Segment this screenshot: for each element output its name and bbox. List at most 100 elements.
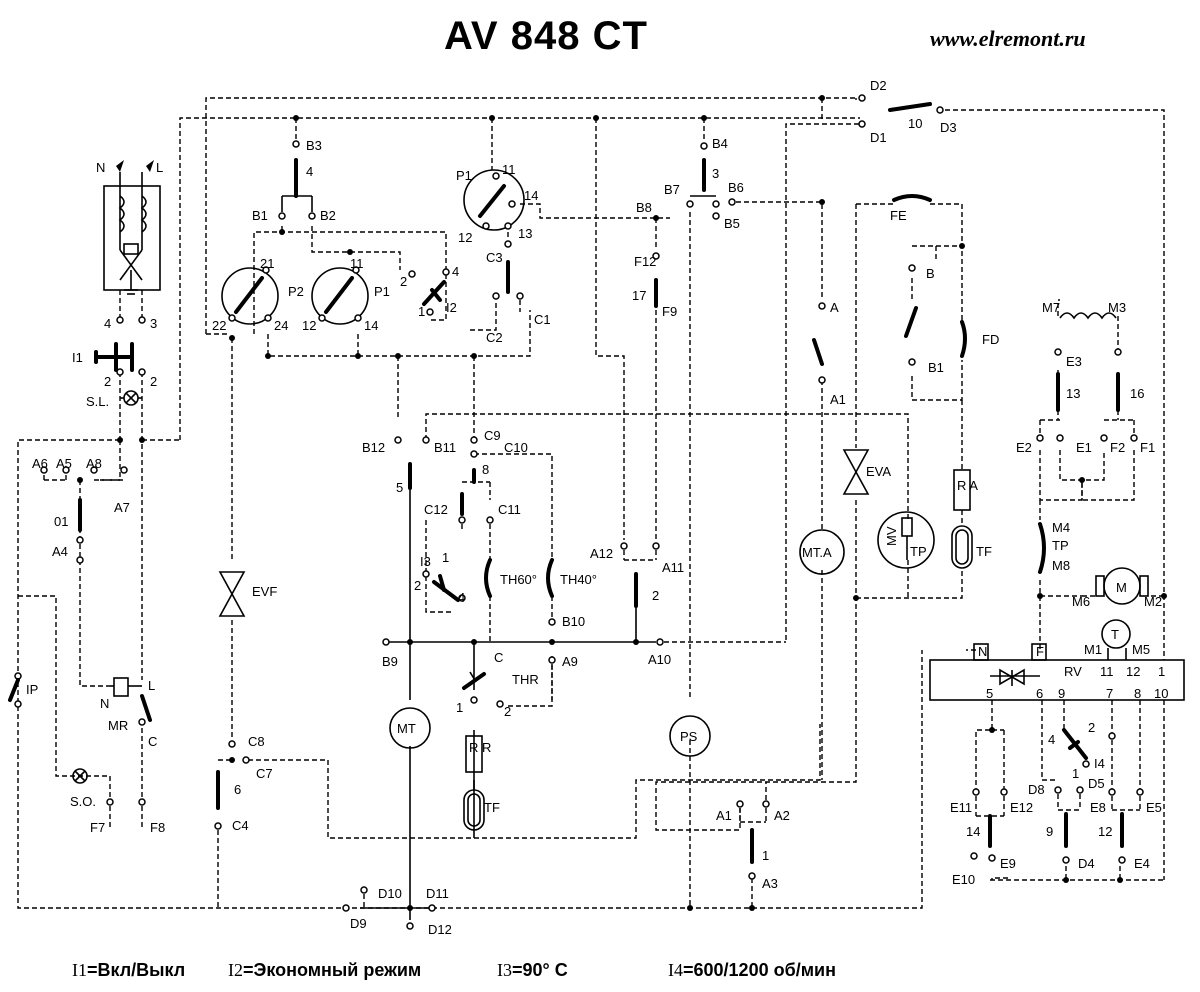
label-m1: M1 [1084,642,1102,657]
contact-b9 [382,638,390,646]
label-b1-right: B1 [928,360,944,375]
label-p2-21: 21 [260,256,274,271]
switch-d [858,94,944,128]
label-p1-12: 12 [458,230,472,245]
label-sl: S.L. [86,394,109,409]
label-f7: F7 [90,820,105,835]
wires [17,97,1165,909]
label-p1: P1 [456,168,472,183]
label-rv-12: 12 [1126,664,1140,679]
label-t: T [1111,627,1119,642]
switch-a12 [620,542,660,608]
connectors-a [40,466,128,564]
label-m2: M2 [1144,594,1162,609]
label-4: 4 [104,316,111,331]
motor-mv [877,511,935,569]
label-mr-l: L [148,678,155,693]
switch-b4 [686,142,736,220]
label-b1: B1 [252,208,268,223]
contact-a9 [548,656,556,664]
label-mr-n: N [100,696,109,711]
pressure-switch-p1-left [311,266,369,325]
label-mv: MV [884,526,899,546]
label-b7: B7 [664,182,680,197]
label-6: 6 [234,782,241,797]
label-i4-1: 1 [1072,766,1079,781]
diagram-title: AV 848 CT [444,14,648,58]
signal-lamp-so [72,768,146,830]
label-2a: 2 [104,374,111,389]
label-p1-11: 11 [502,162,516,177]
switch-ip [8,672,22,708]
label-b10: B10 [562,614,585,629]
label-i1: I1 [72,350,83,365]
contact-a10 [656,638,664,646]
label-c8: C8 [248,734,265,749]
label-rr: R R [469,740,491,755]
label-i3: I3 [420,554,431,569]
door-lock-mr [110,677,152,726]
label-2c: 2 [652,588,659,603]
label-eva: EVA [866,464,891,479]
label-b3: B3 [306,138,322,153]
switch-c8 [214,740,250,830]
label-p1b-14: 14 [364,318,378,333]
label-d11: D11 [426,886,449,901]
heater-ra [951,469,973,569]
label-f2: F2 [1110,440,1125,455]
label-p1-13: 13 [518,226,532,241]
label-m3: M3 [1108,300,1126,315]
label-tp: TP [910,544,927,559]
label-rv-5: 5 [986,686,993,701]
label-b2: B2 [320,208,336,223]
spin-switch-i4 [1062,728,1116,768]
switch-c3 [492,240,524,312]
label-a10: A10 [648,652,671,667]
label-a11: A11 [662,560,684,575]
label-i2: I2 [446,300,457,315]
label-c4: C4 [232,818,249,833]
label-a9: A9 [562,654,578,669]
label-mta: MT.A [802,545,832,560]
label-motor-m: M [1116,580,1127,595]
label-rv-1: 1 [1158,664,1165,679]
label-b4-3: 3 [712,166,719,181]
switch-b3 [278,140,316,220]
junction-dots [77,95,1167,911]
label-p1-14: 14 [524,188,538,203]
label-th40: TH40° [560,572,597,587]
legend-i1: I1=Вкл/Выкл [72,960,186,980]
label-e4: E4 [1134,856,1150,871]
label-c11: C11 [498,502,521,517]
label-d4: D4 [1078,856,1095,871]
label-b4: B4 [712,136,728,151]
label-p2-24: 24 [274,318,288,333]
label-e1: E1 [1076,440,1092,455]
label-d1: D1 [870,130,887,145]
label-c2: C2 [486,330,503,345]
valve-eva [842,449,870,495]
label-16: 16 [1130,386,1144,401]
label-b11: B11 [434,440,456,455]
label-i3-4: 4 [458,590,465,605]
label-e2: E2 [1016,440,1032,455]
label-thr: THR [512,672,539,687]
label-5: 5 [396,480,403,495]
legend-i4: I4=600/1200 об/мин [668,960,836,980]
switch-b-fd [904,264,967,366]
label-tf-right: TF [976,544,992,559]
economy-switch-i2 [408,268,450,316]
label-e3: E3 [1066,354,1082,369]
motor-winding [1036,312,1138,442]
label-i2-1: 1 [418,304,425,319]
label-i3-2: 2 [414,578,421,593]
label-a1-bottom: A1 [716,808,732,823]
temperature-switch-i3 [422,570,466,602]
label-a12: A12 [590,546,613,561]
label-so: S.O. [70,794,96,809]
mains-filter [103,160,161,295]
label-i2-4: 4 [452,264,459,279]
main-switch-i1 [94,316,146,376]
label-f9: F9 [662,304,677,319]
label-a: A [830,300,839,315]
